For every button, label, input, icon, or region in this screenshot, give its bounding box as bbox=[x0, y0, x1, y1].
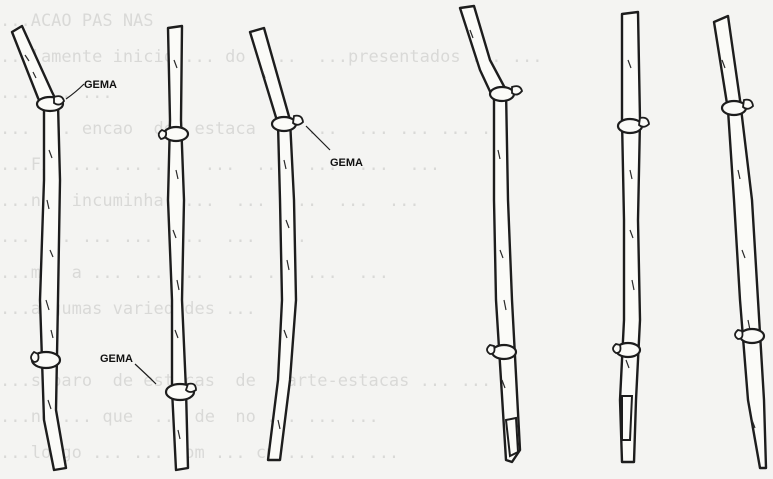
cutting-1 bbox=[12, 26, 66, 470]
bud-label-text: GEMA bbox=[84, 79, 117, 91]
label-bud-3: GEMA bbox=[306, 126, 363, 169]
cutting-3 bbox=[250, 28, 303, 460]
cutting-5 bbox=[613, 12, 649, 462]
label-bud-2: GEMA bbox=[100, 353, 156, 384]
cutting-4 bbox=[460, 6, 522, 462]
bud-label-text: GEMA bbox=[100, 353, 133, 365]
bud-label-text: GEMA bbox=[330, 157, 363, 169]
cutting-6 bbox=[714, 16, 766, 468]
label-bud-1: GEMA bbox=[66, 79, 117, 99]
cutting-2 bbox=[159, 26, 196, 470]
